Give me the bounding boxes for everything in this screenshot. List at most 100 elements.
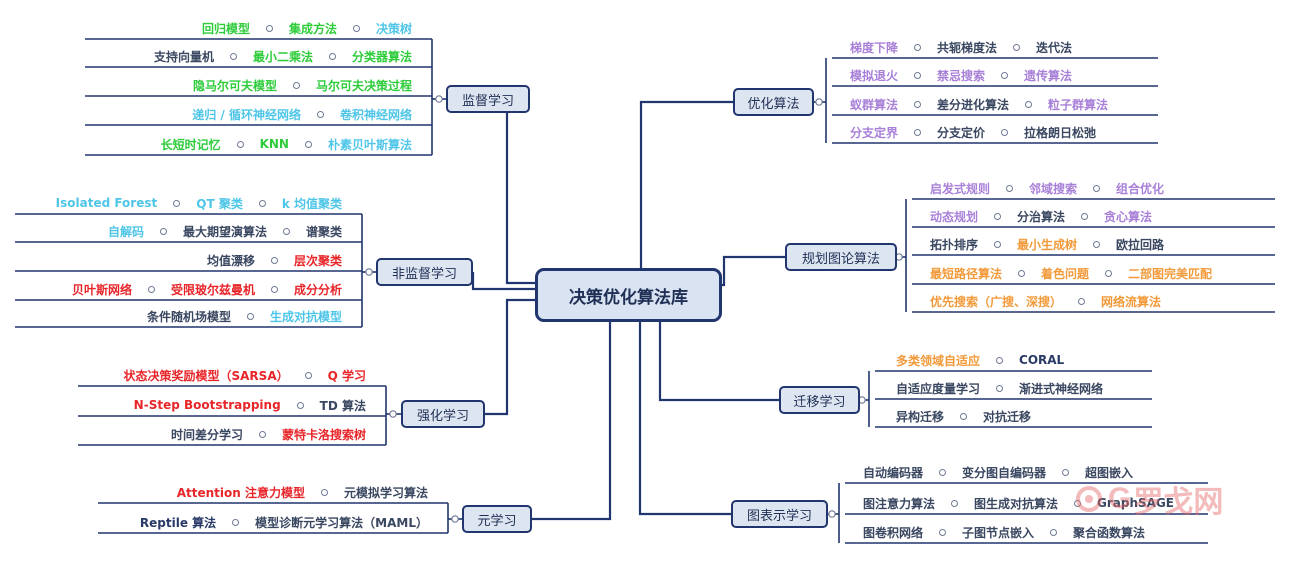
algorithm-label: 朴素贝叶斯算法 bbox=[327, 137, 412, 152]
separator-circle-icon bbox=[232, 518, 240, 526]
separator-circle-icon bbox=[320, 488, 328, 496]
separator-circle-icon bbox=[1050, 528, 1058, 536]
algorithm-label: 长短时记忆 bbox=[160, 137, 221, 152]
separator-circle-icon bbox=[994, 212, 1002, 220]
separator-circle-icon bbox=[159, 227, 167, 235]
unsupervised-row: 条件随机场模型生成对抗模型 bbox=[15, 305, 342, 327]
supervised-row: 长短时记忆 KNN 朴素贝叶斯算法 bbox=[85, 133, 412, 155]
branch-optimization: 优化算法 bbox=[733, 88, 814, 116]
separator-circle-icon bbox=[258, 430, 266, 438]
algorithm-label: 卷积神经网络 bbox=[339, 107, 412, 122]
algorithm-label: 渐进式神经网络 bbox=[1019, 381, 1104, 396]
algorithm-label: 差分进化算法 bbox=[937, 97, 1010, 112]
separator-circle-icon bbox=[1001, 128, 1009, 136]
graph_planning-row: 优先搜索（广搜、深搜）网络流算法 bbox=[930, 290, 1161, 312]
separator-circle-icon bbox=[914, 71, 922, 79]
separator-circle-icon bbox=[1105, 269, 1113, 277]
algorithm-label: 最小二乘法 bbox=[252, 49, 313, 64]
transfer-row: 自适应度量学习渐进式神经网络 bbox=[896, 377, 1103, 399]
algorithm-label: KNN bbox=[259, 137, 289, 151]
separator-circle-icon bbox=[270, 285, 278, 293]
algorithm-label: 决策树 bbox=[375, 21, 412, 36]
separator-circle-icon bbox=[1018, 269, 1026, 277]
separator-circle-icon bbox=[914, 100, 922, 108]
algorithm-label: 蚁群算法 bbox=[850, 97, 899, 112]
reinforcement-row: N-Step Bootstrapping TD 算法 bbox=[78, 394, 366, 416]
separator-circle-icon bbox=[1093, 184, 1101, 192]
algorithm-label: 图卷积网络 bbox=[863, 525, 924, 540]
algorithm-label: 邻域搜索 bbox=[1029, 181, 1078, 196]
graph_planning-row: 动态规划分治算法贪心算法 bbox=[930, 205, 1152, 227]
separator-circle-icon bbox=[282, 227, 290, 235]
algorithm-label: 二部图完美匹配 bbox=[1128, 266, 1213, 281]
separator-circle-icon bbox=[914, 43, 922, 51]
graph_planning-row: 启发式规则邻域搜索组合优化 bbox=[930, 177, 1164, 199]
separator-circle-icon bbox=[265, 24, 273, 32]
algorithm-label: 着色问题 bbox=[1041, 266, 1090, 281]
separator-circle-icon bbox=[229, 52, 237, 60]
graph_repr-row: 图卷积网络子图节点嵌入聚合函数算法 bbox=[863, 521, 1145, 543]
algorithm-label: 模拟退火 bbox=[850, 68, 899, 83]
supervised-row: 回归模型集成方法决策树 bbox=[85, 17, 412, 39]
algorithm-label: 自动编码器 bbox=[863, 465, 924, 480]
separator-circle-icon bbox=[1093, 240, 1101, 248]
algorithm-label: 分治算法 bbox=[1017, 209, 1066, 224]
watermark-logo-icon bbox=[1076, 486, 1102, 512]
graph_repr-row: 自动编码器变分图自编码器超图嵌入 bbox=[863, 461, 1133, 483]
algorithm-label: 禁忌搜索 bbox=[937, 68, 986, 83]
algorithm-label: 分支定界 bbox=[850, 125, 899, 140]
algorithm-label: k 均值聚类 bbox=[281, 196, 342, 211]
branch-unsupervised: 非监督学习 bbox=[376, 258, 473, 286]
algorithm-label: Reptile 算法 bbox=[139, 515, 217, 530]
separator-circle-icon bbox=[173, 199, 181, 207]
algorithm-label: 异构迁移 bbox=[896, 409, 945, 424]
algorithm-label: QT 聚类 bbox=[196, 196, 243, 211]
algorithm-label: 最小生成树 bbox=[1017, 237, 1078, 252]
algorithm-label: TD 算法 bbox=[319, 398, 366, 413]
separator-circle-icon bbox=[258, 199, 266, 207]
algorithm-label: 支持向量机 bbox=[153, 49, 214, 64]
unsupervised-row: Isolated Forest QT 聚类 k 均值聚类 bbox=[15, 192, 342, 214]
supervised-row: 隐马尔可夫模型 马尔可夫决策过程 bbox=[85, 74, 412, 96]
separator-circle-icon bbox=[1025, 100, 1033, 108]
algorithm-label: 拓扑排序 bbox=[930, 237, 979, 252]
separator-circle-icon bbox=[1078, 297, 1086, 305]
algorithm-label: 组合优化 bbox=[1116, 181, 1165, 196]
watermark: G 罗戈网 bbox=[1076, 477, 1223, 521]
algorithm-label: 模型诊断元学习算法（MAML） bbox=[255, 515, 428, 530]
watermark-text: 罗戈网 bbox=[1133, 485, 1224, 520]
supervised-row: 递归 / 循环神经网络卷积神经网络 bbox=[85, 103, 412, 125]
separator-circle-icon bbox=[914, 128, 922, 136]
algorithm-label: 拉格朗日松弛 bbox=[1024, 125, 1097, 140]
branch-reinforcement: 强化学习 bbox=[401, 400, 485, 428]
root-node: 决策优化算法库 bbox=[535, 268, 722, 322]
branch-graph-planning: 规划图论算法 bbox=[785, 243, 897, 271]
algorithm-label: 欧拉回路 bbox=[1116, 237, 1165, 252]
separator-circle-icon bbox=[352, 24, 360, 32]
algorithm-label: 回归模型 bbox=[201, 21, 250, 36]
algorithm-label: 受限玻尔兹曼机 bbox=[170, 282, 255, 297]
optimization-row: 梯度下降共轭梯度法迭代法 bbox=[850, 36, 1072, 58]
algorithm-label: Q 学习 bbox=[327, 368, 366, 383]
graph_planning-row: 最短路径算法着色问题二部图完美匹配 bbox=[930, 262, 1212, 284]
separator-circle-icon bbox=[996, 356, 1004, 364]
algorithm-label: 马尔可夫决策过程 bbox=[315, 78, 412, 93]
optimization-row: 分支定界分支定价拉格朗日松弛 bbox=[850, 121, 1096, 143]
reinforcement-row: 状态决策奖励模型（SARSA）Q 学习 bbox=[78, 364, 367, 386]
algorithm-label: 隐马尔可夫模型 bbox=[192, 78, 277, 93]
unsupervised-row: 贝叶斯网络受限玻尔兹曼机成分分析 bbox=[15, 278, 342, 300]
separator-circle-icon bbox=[1081, 212, 1089, 220]
separator-circle-icon bbox=[246, 312, 254, 320]
algorithm-label: 动态规划 bbox=[930, 209, 979, 224]
algorithm-label: N-Step Bootstrapping bbox=[133, 398, 281, 412]
reinforcement-row: 时间差分学习蒙特卡洛搜索树 bbox=[78, 423, 366, 445]
separator-circle-icon bbox=[304, 140, 312, 148]
separator-circle-icon bbox=[304, 371, 312, 379]
separator-circle-icon bbox=[147, 285, 155, 293]
separator-circle-icon bbox=[996, 384, 1004, 392]
algorithm-label: Isolated Forest bbox=[55, 196, 158, 210]
algorithm-label: 变分图自编码器 bbox=[962, 465, 1047, 480]
algorithm-label: 网络流算法 bbox=[1101, 294, 1162, 309]
separator-circle-icon bbox=[1062, 468, 1070, 476]
